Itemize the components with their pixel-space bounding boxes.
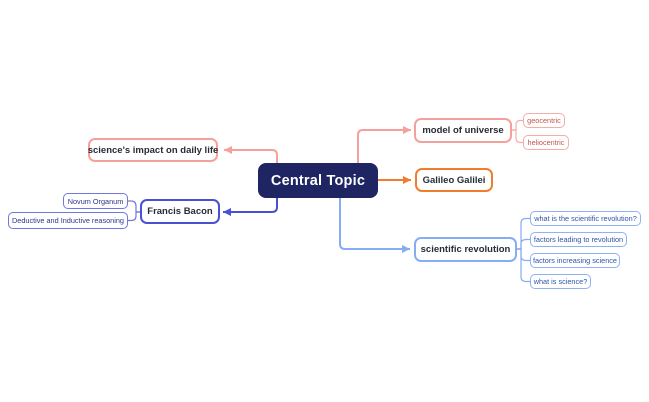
node-novum-organum[interactable]: Novum Organum xyxy=(63,193,128,209)
node-central-topic[interactable]: Central Topic xyxy=(258,163,378,198)
connector-geocentric xyxy=(512,119,523,131)
node-model-of-universe[interactable]: model of universe xyxy=(414,118,512,143)
connector-what-is-science xyxy=(517,248,530,283)
connector-novum-organum xyxy=(128,200,140,213)
connector-scientific-revolution xyxy=(339,198,410,253)
connector-factors-increasing xyxy=(517,248,530,262)
node-geocentric[interactable]: geocentric xyxy=(523,113,565,128)
connector-what-is-sci-revolution xyxy=(517,217,530,250)
node-francis-bacon[interactable]: Francis Bacon xyxy=(140,199,220,224)
node-what-is-scientific-revolution[interactable]: what is the scientific revolution? xyxy=(530,211,641,226)
node-what-is-science[interactable]: what is science? xyxy=(530,274,591,289)
node-heliocentric[interactable]: heliocentric xyxy=(523,135,569,150)
node-factors-increasing-science[interactable]: factors increasing science xyxy=(530,253,620,268)
node-scientific-revolution[interactable]: scientific revolution xyxy=(414,237,517,262)
connector-francis-bacon xyxy=(223,198,278,216)
connector-deductive xyxy=(128,211,140,222)
node-science-impact[interactable]: science's impact on daily life xyxy=(88,138,218,162)
node-galileo-galilei[interactable]: Galileo Galilei xyxy=(415,168,493,192)
node-factors-leading-to-revolution[interactable]: factors leading to revolution xyxy=(530,232,627,247)
connector-heliocentric xyxy=(512,129,523,144)
connector-model-universe xyxy=(357,126,411,163)
connector-science-impact xyxy=(224,146,278,163)
node-deductive-inductive[interactable]: Deductive and Inductive reasoning xyxy=(8,212,128,229)
connector-factors-leading xyxy=(517,238,530,250)
